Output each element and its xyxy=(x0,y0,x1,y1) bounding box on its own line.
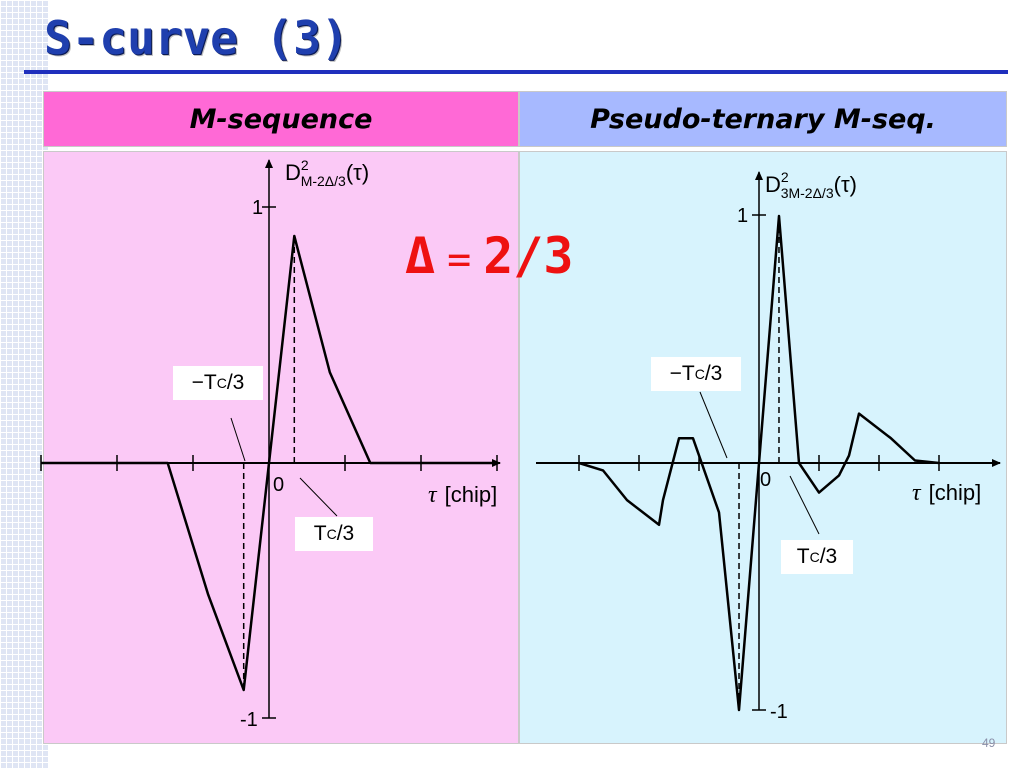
delta-symbol: Δ xyxy=(405,227,436,285)
right-origin-label: 0 xyxy=(760,469,771,491)
panel-header-pseudo-ternary: Pseudo-ternary M-seq. xyxy=(519,91,1007,147)
slide-title: S-curve (3) xyxy=(44,11,349,65)
delta-annotation: Δ=2/3 xyxy=(405,226,574,290)
left-xlabel: τ[chip] xyxy=(428,482,497,508)
left-ytick-label-bottom: -1 xyxy=(240,709,258,731)
left-origin-label: 0 xyxy=(273,474,284,496)
right-s-curve xyxy=(578,214,940,712)
page-number: 49 xyxy=(982,736,996,750)
left-neg-leader xyxy=(230,417,246,462)
panel-body-pseudo-ternary xyxy=(519,151,1007,744)
right-neg-leader xyxy=(699,391,728,459)
left-dashed-lines xyxy=(242,236,296,690)
right-xlabel: τ[chip] xyxy=(912,480,981,506)
panel-header-m-sequence: M-sequence xyxy=(43,91,519,147)
right-pos-leader xyxy=(789,475,820,535)
delta-equals: = xyxy=(447,237,472,283)
left-pos-leader xyxy=(299,477,338,517)
delta-value: 2/3 xyxy=(483,227,574,285)
right-dashed-lines xyxy=(738,216,780,710)
right-ytick-label-top: 1 xyxy=(737,205,748,227)
left-ytick-label-top: 1 xyxy=(252,197,263,219)
title-underline xyxy=(24,70,1008,74)
right-ytick-label-bottom: -1 xyxy=(770,701,788,723)
side-pattern-strip xyxy=(0,0,48,768)
panel-body-m-sequence xyxy=(43,151,519,744)
left-s-curve xyxy=(41,234,497,692)
